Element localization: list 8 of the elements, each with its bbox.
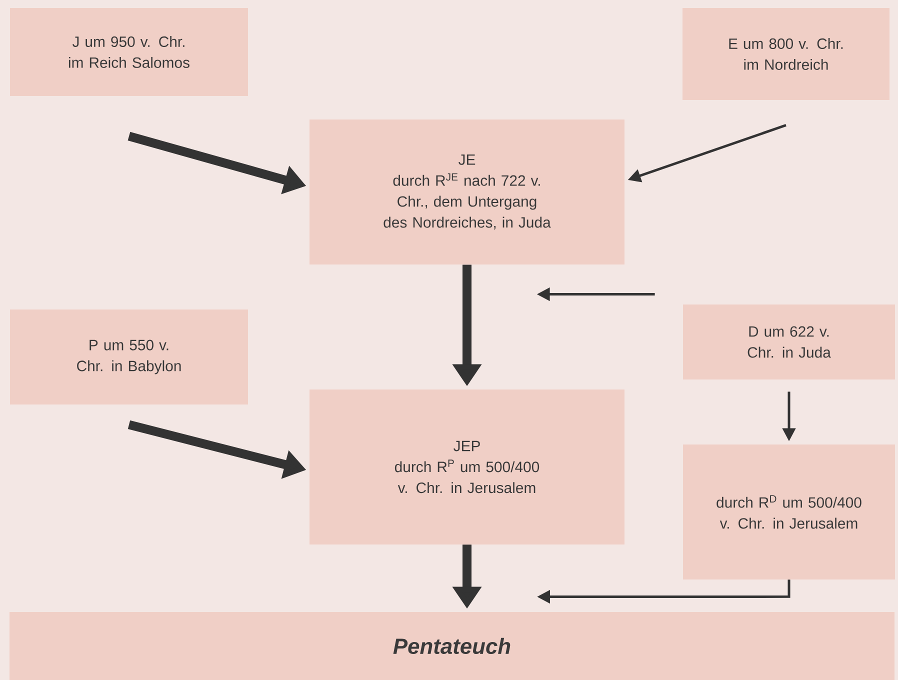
source-box: JEP durch R$^{P}$ um 500/400 v. Chr. in Jerusalem [310,389,624,544]
source-box: durch R$^{D}$ um 500/400 v. Chr. in Jerusalem [683,444,895,580]
source-box: E um 800 v. Chr. im Nordreich [682,8,890,100]
source-box: JE durch R$^{JE}$ nach 722 v. Chr., dem Untergang des Nordreiches, in Juda [310,119,624,264]
source-box: P um 550 v. Chr. in Babylon [10,309,248,404]
source-box: J um 950 v. Chr. im Reich Salomos [10,8,248,96]
title-banner: Pentateuch [10,612,894,680]
source-box: D um 622 v. Chr. in Juda [683,304,895,380]
